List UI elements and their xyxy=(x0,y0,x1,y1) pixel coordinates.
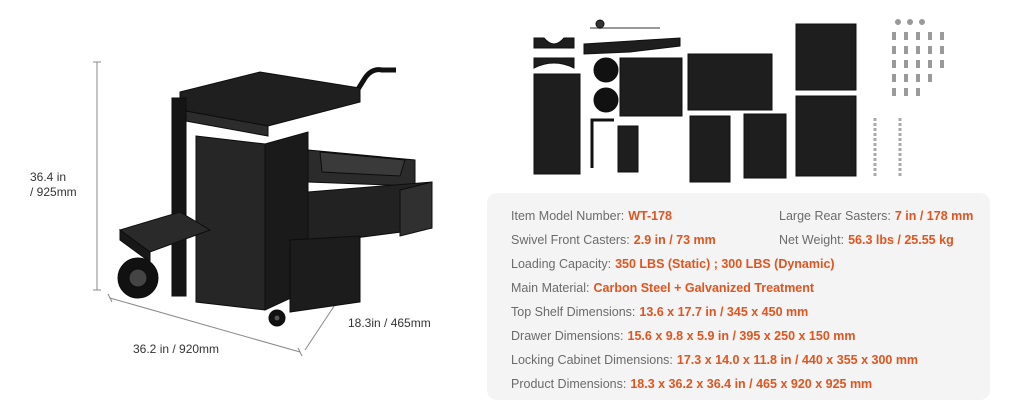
spec-rear-casters: Large Rear Sasters:7 in / 178 mm xyxy=(779,209,973,223)
spec-label: Net Weight: xyxy=(779,233,845,247)
spec-label: Top Shelf Dimensions: xyxy=(511,305,636,319)
spec-label: Locking Cabinet Dimensions: xyxy=(511,353,673,367)
dimension-lines xyxy=(93,61,359,357)
bracket-part xyxy=(533,37,575,49)
spec-drawer: Drawer Dimensions:15.6 x 9.8 x 5.9 in / … xyxy=(511,329,855,343)
spec-value: 7 in / 178 mm xyxy=(894,209,974,223)
spec-label: Item Model Number: xyxy=(511,209,625,223)
spec-loading-capacity: Loading Capacity:350 LBS (Static) ; 300 … xyxy=(511,257,835,271)
spec-label: Large Rear Sasters: xyxy=(779,209,891,223)
height-dimension-label: 36.4 in / 925mm xyxy=(30,170,77,200)
shelf-part xyxy=(687,53,773,111)
spec-main-material: Main Material:Carbon Steel + Galvanized … xyxy=(511,281,814,295)
width-dimension-label: 36.2 in / 920mm xyxy=(133,342,220,356)
spec-value: 17.3 x 14.0 x 11.8 in / 440 x 355 x 300 … xyxy=(676,353,919,367)
height-dimension-mm: / 925mm xyxy=(30,185,77,199)
spec-value: 350 LBS (Static) ; 300 LBS (Dynamic) xyxy=(615,257,835,271)
wheel-part xyxy=(593,57,619,83)
wheel-part xyxy=(593,87,619,113)
handle-part xyxy=(590,118,614,168)
hardware-parts xyxy=(873,19,944,178)
spec-value: WT-178 xyxy=(628,209,672,223)
spec-label: Loading Capacity: xyxy=(511,257,612,271)
shelf-part xyxy=(619,57,683,117)
drawer-part xyxy=(743,113,787,179)
spec-front-casters: Swivel Front Casters:2.9 in / 73 mm xyxy=(511,233,716,247)
spec-net-weight: Net Weight:56.3 lbs / 25.55 kg xyxy=(779,233,954,247)
spec-value: Carbon Steel + Galvanized Treatment xyxy=(593,281,815,295)
spec-top-shelf: Top Shelf Dimensions:13.6 x 17.7 in / 34… xyxy=(511,305,808,319)
cabinet-part xyxy=(795,95,857,177)
spec-locking-cabinet: Locking Cabinet Dimensions:17.3 x 14.0 x… xyxy=(511,353,918,367)
bracket-part xyxy=(533,57,575,69)
spec-label: Drawer Dimensions: xyxy=(511,329,624,343)
depth-dimension-label: 18.3in / 465mm xyxy=(348,316,431,330)
spec-value: 56.3 lbs / 25.55 kg xyxy=(848,233,954,247)
spec-value: 13.6 x 17.7 in / 345 x 450 mm xyxy=(639,305,809,319)
spec-value: 15.6 x 9.8 x 5.9 in / 395 x 250 x 150 mm xyxy=(627,329,856,343)
welding-cart-illustration xyxy=(93,61,433,357)
door-part xyxy=(617,125,639,173)
rail-part xyxy=(583,37,681,55)
parts-layout-illustration xyxy=(533,19,944,183)
spec-model-number: Item Model Number:WT-178 xyxy=(511,209,672,223)
spec-label: Main Material: xyxy=(511,281,590,295)
spec-label: Product Dimensions: xyxy=(511,377,627,391)
cabinet-part xyxy=(795,23,857,91)
spec-value: 2.9 in / 73 mm xyxy=(633,233,716,247)
drawer-tray-part xyxy=(689,115,731,183)
height-dimension-inches: 36.4 in xyxy=(30,170,67,184)
cart-body xyxy=(117,67,433,327)
spec-value: 18.3 x 36.2 x 36.4 in / 465 x 920 x 925 … xyxy=(630,377,873,391)
specifications-panel: Item Model Number:WT-178 Large Rear Sast… xyxy=(487,193,990,400)
spec-product-dimensions: Product Dimensions:18.3 x 36.2 x 36.4 in… xyxy=(511,377,872,391)
side-panel-part xyxy=(533,73,581,175)
spec-label: Swivel Front Casters: xyxy=(511,233,630,247)
